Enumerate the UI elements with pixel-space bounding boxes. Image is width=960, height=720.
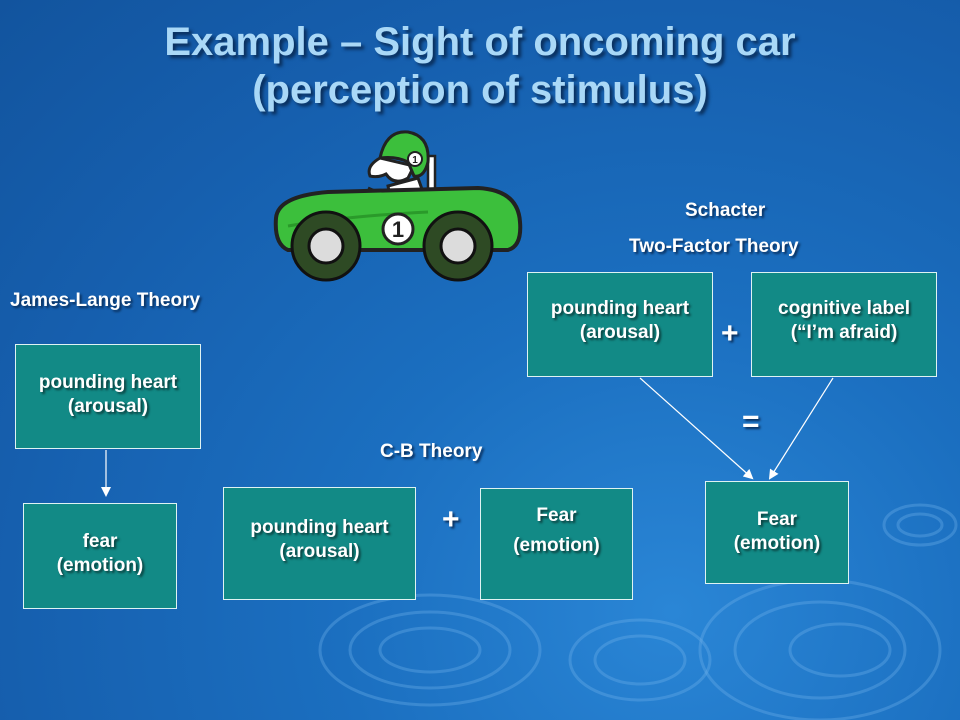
arrow-schacter-arousal-to-fear [639,377,754,480]
cb-arousal-line2: (arousal) [279,541,360,562]
slide-title: Example – Sight of oncoming car (percept… [40,18,920,114]
two-factor-theory-label: Two-Factor Theory [629,236,799,257]
schacter-arousal-line1: pounding heart [550,298,690,319]
helmet-number: 1 [412,155,418,166]
schacter-equals-sign: = [742,405,760,438]
race-car-illustration: 1 1 [273,130,523,282]
schacter-label: Schacter [685,200,766,221]
schacter-arousal-line2: (arousal) [579,322,661,343]
james-lange-arousal-box: pounding heart (arousal) [15,344,201,449]
schacter-fear-line2: (emotion) [733,533,821,554]
title-line-1: Example – Sight of oncoming car [164,20,796,64]
cb-arousal-line1: pounding heart [250,517,389,538]
cb-plus-sign: + [442,503,460,536]
cb-fear-box: Fear (emotion) [480,488,633,600]
cb-fear-line1: Fear [536,505,577,526]
title-line-2: (perception of stimulus) [252,68,708,112]
james-lange-fear-line1: fear [82,531,118,552]
james-lange-fear-box: fear (emotion) [23,503,177,609]
arrow-cognitive-label-to-fear [768,377,834,480]
james-lange-fear-line2: (emotion) [56,555,144,576]
schacter-arousal-box: pounding heart (arousal) [527,272,713,377]
cognitive-label-line2: (“I’m afraid) [790,322,898,343]
cognitive-label-box: cognitive label (“I’m afraid) [751,272,937,377]
james-lange-arousal-line2: (arousal) [67,396,149,417]
schacter-plus-sign: + [721,317,739,350]
schacter-fear-line1: Fear [756,509,798,530]
james-lange-label: James-Lange Theory [10,290,201,311]
car-number: 1 [392,217,404,242]
cognitive-label-line1: cognitive label [778,298,910,319]
cb-arousal-box: pounding heart (arousal) [223,487,416,600]
cb-theory-label: C-B Theory [380,441,483,462]
schacter-fear-box: Fear (emotion) [705,481,849,584]
james-lange-arousal-line1: pounding heart [38,372,178,393]
cb-fear-line2: (emotion) [513,535,600,556]
